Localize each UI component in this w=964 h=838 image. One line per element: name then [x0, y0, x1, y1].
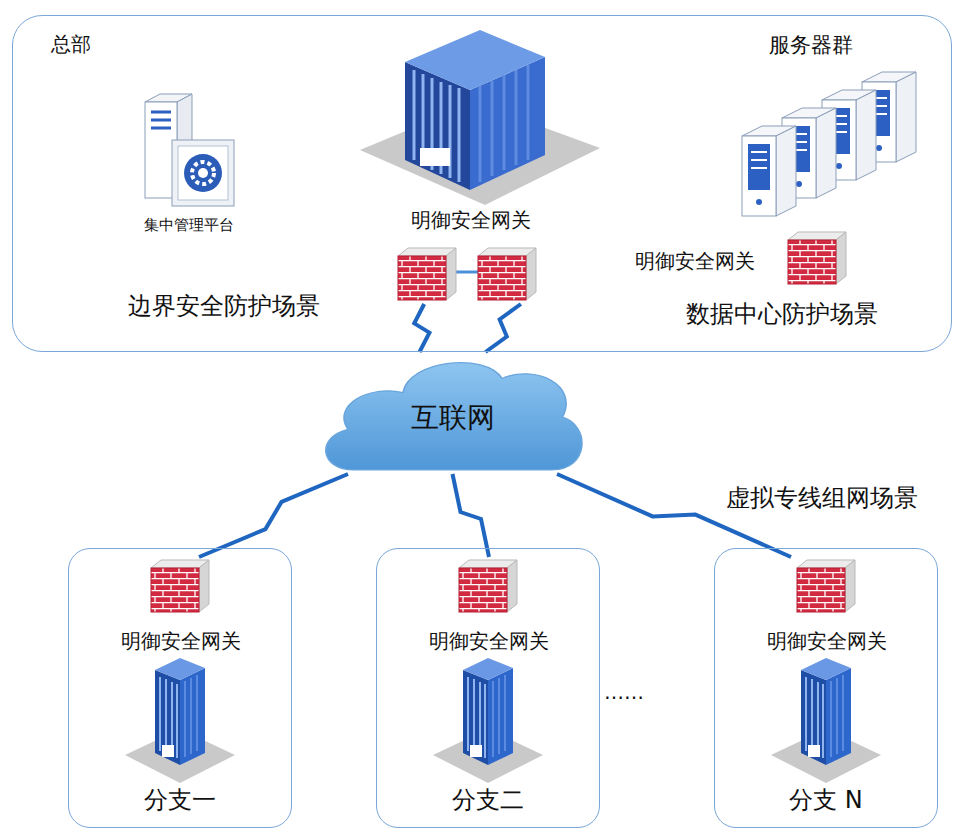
branch-region: 分支一明御安全网关 — [68, 548, 292, 828]
illustration-shape — [480, 65, 528, 182]
headquarters-building — [360, 30, 600, 205]
illustration-shape — [742, 126, 796, 216]
illustration-shape — [478, 248, 536, 300]
illustration-shape — [198, 168, 208, 178]
gateway-node: 明御安全网关 — [91, 557, 271, 655]
scenario-label: 虚拟专线组网场景 — [726, 484, 918, 513]
node-text: 明御安全网关 — [411, 208, 531, 232]
node-text: 分支二 — [452, 786, 524, 815]
gateway-node: 明御安全网关 — [399, 557, 579, 655]
internet-cloud: 互联网 — [315, 352, 590, 474]
node-text: 分支 N — [789, 786, 863, 815]
node-text: 集中管理平台 — [144, 216, 234, 234]
scenario-label: 数据中心防护场景 — [686, 300, 878, 329]
node-text: 分支一 — [144, 786, 216, 815]
branch-firewall — [797, 560, 855, 612]
cloud-outline — [326, 363, 582, 470]
branch-region: 分支二明御安全网关 — [376, 548, 600, 828]
branch-region: 分支 N 明御安全网关 — [714, 548, 938, 828]
node-text: 明御安全网关 — [767, 629, 887, 653]
management-platform-icon — [145, 94, 234, 206]
server-cluster — [742, 72, 916, 216]
platform-node: 集中管理平台 — [119, 96, 259, 236]
branch-firewall — [151, 560, 209, 612]
server-cluster-node: 服务器群 — [721, 31, 946, 221]
node-text: 服务器群 — [769, 33, 853, 58]
illustration-shape — [178, 146, 228, 200]
ellipsis-label: …… — [604, 680, 644, 704]
node-text: 明御安全网关 — [429, 629, 549, 653]
gateway-node: 明御安全网关 — [737, 557, 917, 655]
border-firewall-pair — [398, 248, 536, 300]
illustration-shape — [414, 70, 459, 182]
lightning-link — [199, 474, 348, 557]
scenario-label: 边界安全防护场景 — [128, 292, 320, 321]
illustration-shape — [405, 30, 545, 90]
datacenter-firewall — [788, 232, 846, 284]
illustration-shape — [398, 248, 456, 300]
illustration-shape — [172, 140, 234, 206]
illustration-shape — [151, 112, 171, 128]
branch-building — [433, 658, 543, 783]
branch-firewall — [459, 560, 517, 612]
illustration-shape — [420, 148, 450, 166]
lightning-link — [453, 474, 490, 557]
gateway-node: 明御安全网关 — [393, 206, 549, 304]
gateway-node: 明御安全网关 — [629, 229, 849, 293]
branch-building — [125, 658, 235, 783]
illustration-shape — [184, 154, 222, 192]
lightning-link — [414, 304, 429, 352]
node-text: 总部 — [51, 32, 91, 56]
node-text: 明御安全网关 — [121, 629, 241, 653]
node-text: 互联网 — [411, 401, 495, 435]
node-text: 明御安全网关 — [635, 249, 755, 273]
lightning-link — [486, 304, 521, 352]
illustration-shape — [192, 162, 214, 184]
branch-building — [771, 658, 881, 783]
